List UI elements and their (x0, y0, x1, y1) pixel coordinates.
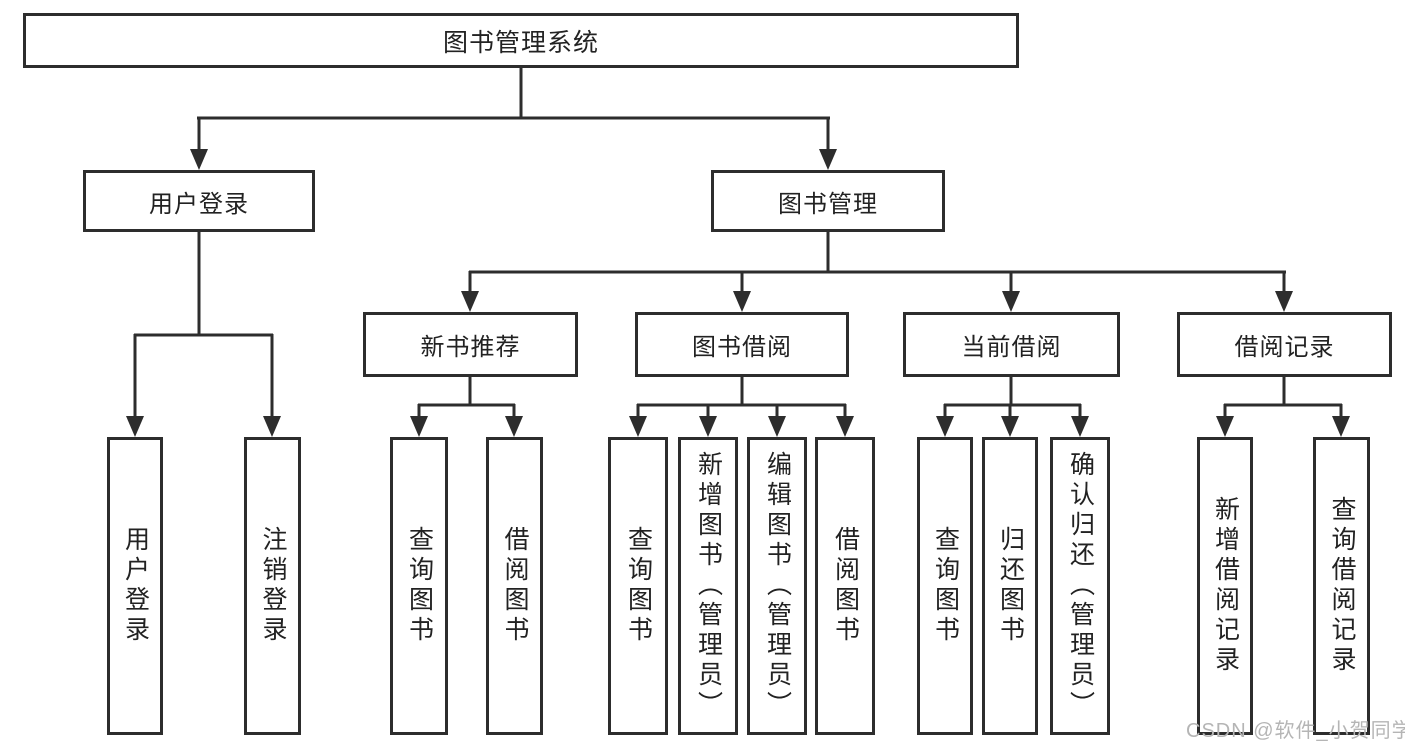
node-box-user-login-action: 用户登录 (107, 437, 163, 735)
node-box-add-books-admin: 新增图书（管理员） (678, 437, 738, 735)
watermark: CSDN @软件_小贺同学 (1186, 720, 1405, 742)
node-label-new-book-recommend: 新书推荐 (420, 334, 521, 361)
node-box-current-query-books: 查询图书 (917, 437, 973, 735)
node-box-add-borrow-record: 新增借阅记录 (1197, 437, 1253, 735)
node-label-borrow-query-books: 查询图书 (624, 526, 653, 646)
node-box-current-borrow: 当前借阅 (903, 312, 1120, 377)
node-box-recommend-borrow-books: 借阅图书 (486, 437, 543, 735)
node-label-recommend-query-books: 查询图书 (405, 526, 434, 646)
node-label-logout-action: 注销登录 (259, 526, 287, 646)
node-box-borrow-books-action: 借阅图书 (815, 437, 875, 735)
node-label-current-borrow: 当前借阅 (961, 334, 1062, 361)
node-box-book-management: 图书管理 (711, 170, 945, 232)
node-label-confirm-return-admin: 确认归还（管理员） (1066, 451, 1095, 721)
node-label-recommend-borrow-books: 借阅图书 (501, 526, 529, 646)
node-label-current-query-books: 查询图书 (931, 526, 960, 646)
node-label-edit-books-admin: 编辑图书（管理员） (763, 451, 792, 721)
node-box-recommend-query-books: 查询图书 (390, 437, 448, 735)
node-box-borrow-query-books: 查询图书 (608, 437, 668, 735)
node-box-confirm-return-admin: 确认归还（管理员） (1050, 437, 1110, 735)
node-box-system-root: 图书管理系统 (23, 13, 1019, 68)
node-box-user-login-module: 用户登录 (83, 170, 315, 232)
node-label-borrow-books-action: 借阅图书 (831, 526, 860, 646)
node-label-user-login-action: 用户登录 (121, 526, 150, 646)
node-box-logout-action: 注销登录 (244, 437, 301, 735)
node-label-return-books: 归还图书 (996, 526, 1025, 646)
node-box-edit-books-admin: 编辑图书（管理员） (747, 437, 807, 735)
node-label-add-borrow-record: 新增借阅记录 (1211, 496, 1240, 676)
node-label-book-management: 图书管理 (778, 190, 878, 218)
node-label-borrow-records: 借阅记录 (1234, 334, 1335, 361)
node-label-query-borrow-record: 查询借阅记录 (1328, 496, 1356, 676)
node-box-new-book-recommend: 新书推荐 (363, 312, 578, 377)
node-box-return-books: 归还图书 (982, 437, 1038, 735)
node-box-query-borrow-record: 查询借阅记录 (1313, 437, 1370, 735)
node-label-add-books-admin: 新增图书（管理员） (694, 451, 723, 721)
node-box-book-borrow: 图书借阅 (635, 312, 849, 377)
node-label-user-login-module: 用户登录 (149, 190, 249, 218)
node-label-system-root: 图书管理系统 (442, 28, 599, 57)
node-label-book-borrow: 图书借阅 (692, 334, 792, 361)
node-box-borrow-records: 借阅记录 (1177, 312, 1392, 377)
